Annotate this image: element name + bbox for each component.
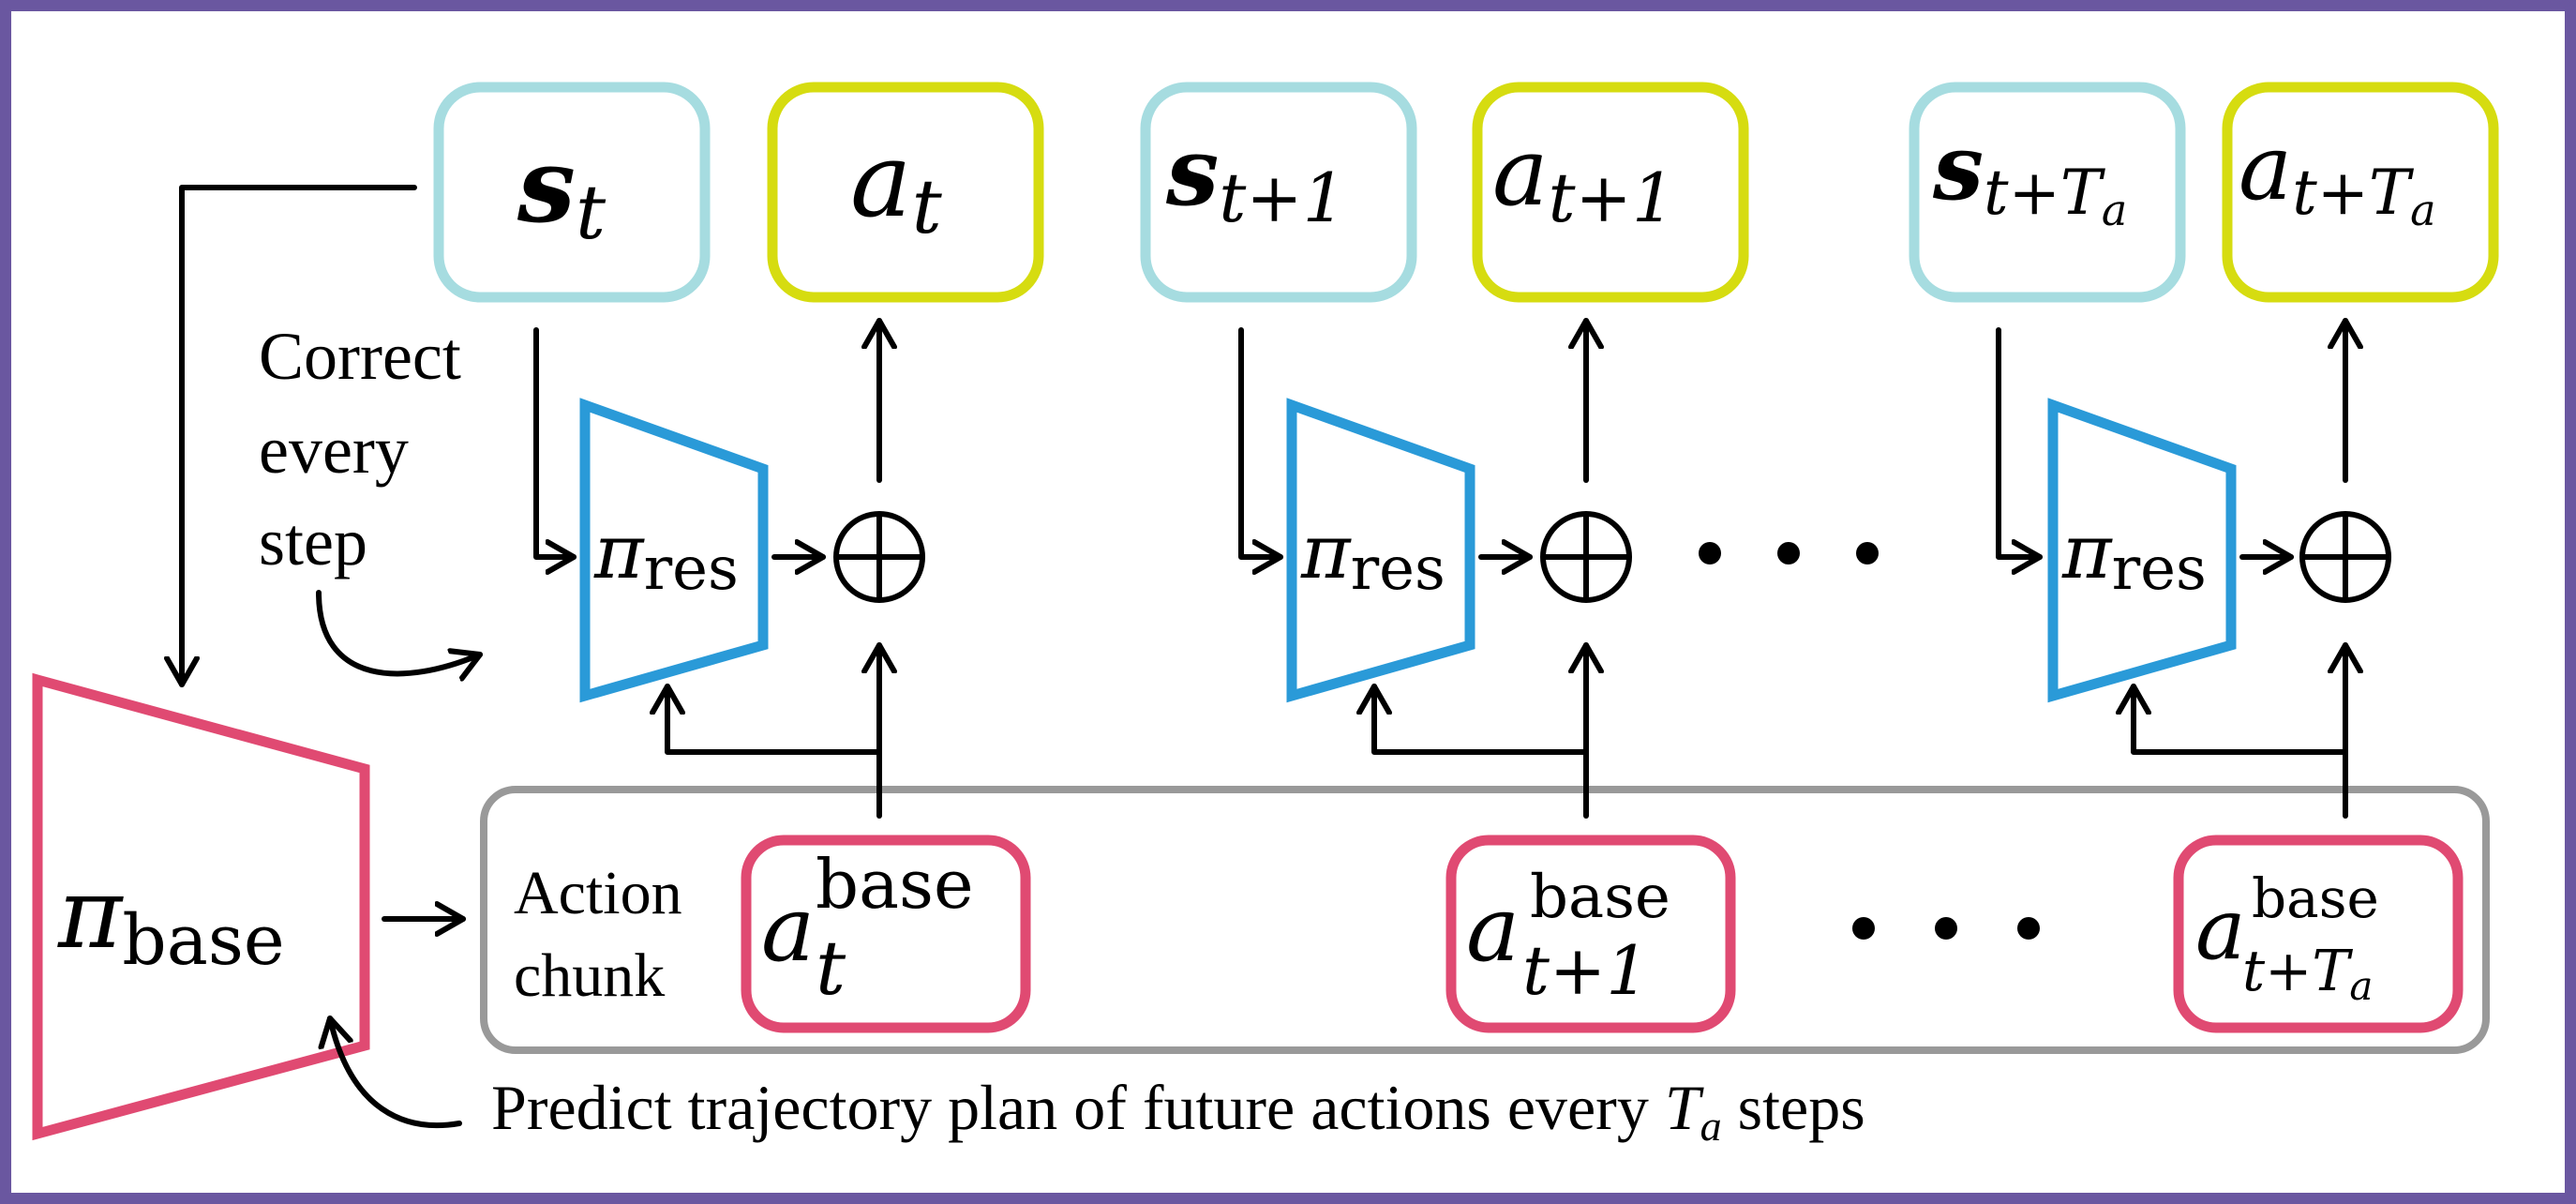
predict-caption: Predict trajectory plan of future action… xyxy=(491,1072,1865,1154)
action-symbol: at+Ta xyxy=(2239,115,2436,235)
diagram-canvas: πbase st at πres a xyxy=(11,11,2565,1193)
action-chunk-container xyxy=(480,786,2490,1054)
action-box xyxy=(767,82,1044,303)
state-box xyxy=(1140,82,1417,303)
base-action-subscript: t+1 xyxy=(1522,931,1649,1010)
state-box xyxy=(433,82,711,303)
base-action-symbol: a xyxy=(2195,880,2246,979)
base-action-to-residual-arrow xyxy=(1374,684,1589,755)
circled-plus-icon xyxy=(1540,511,1632,603)
state-to-residual-arrow xyxy=(1238,327,1283,557)
residual-policy-block xyxy=(579,398,769,703)
residual-policy-label: πres xyxy=(593,508,739,604)
circled-plus-icon xyxy=(833,511,925,603)
action-symbol: at xyxy=(850,120,943,250)
state-to-base-arrow xyxy=(182,185,417,687)
residual-policy-label: πres xyxy=(2061,508,2207,604)
step-group-3: st+Ta at+Ta πres a base t+Ta xyxy=(1909,82,2499,1033)
base-action-to-residual-arrow xyxy=(667,684,882,755)
state-to-residual-arrow xyxy=(1996,327,2043,557)
ellipsis-dots-icon xyxy=(1699,542,1879,564)
action-symbol: at+1 xyxy=(1492,117,1675,237)
correct-label-line2: every xyxy=(259,413,409,488)
chunk-label-line1: Action xyxy=(514,859,682,927)
state-symbol: st+Ta xyxy=(1932,114,2127,235)
action-box xyxy=(1472,82,1749,303)
chunk-label-line2: chunk xyxy=(514,941,665,1010)
step-group-2: st+1 at+1 πres a base t+1 xyxy=(1140,82,1749,1033)
state-symbol: st+1 xyxy=(1165,116,1345,237)
base-action-to-residual-arrow xyxy=(2134,684,2348,755)
state-to-residual-arrow xyxy=(533,327,577,557)
correct-label-line3: step xyxy=(259,504,367,579)
base-action-superscript: base xyxy=(816,845,974,924)
diagram-svg: πbase st at πres a xyxy=(32,82,2499,1154)
base-action-box xyxy=(741,835,1031,1033)
residual-policy-block xyxy=(2047,398,2237,703)
circled-plus-icon xyxy=(2299,511,2391,603)
correct-curve-arrow xyxy=(316,590,483,673)
base-action-symbol: a xyxy=(1466,877,1520,982)
base-action-superscript: base xyxy=(2252,866,2379,930)
action-box xyxy=(2222,82,2499,303)
ellipsis-dots-icon xyxy=(1852,917,2040,940)
residual-policy-label: πres xyxy=(1300,508,1445,604)
correct-label-line1: Correct xyxy=(259,319,461,394)
predict-curve-arrow xyxy=(330,1016,462,1129)
base-policy-label: πbase xyxy=(57,856,285,981)
base-policy-block xyxy=(32,672,370,1141)
state-box xyxy=(1909,82,2186,303)
base-action-symbol: a xyxy=(761,877,815,982)
residual-policy-block xyxy=(1286,398,1475,703)
base-action-superscript: base xyxy=(1530,863,1670,932)
base-action-box xyxy=(2173,835,2464,1033)
base-action-subscript: t xyxy=(816,925,846,1012)
step-group-1: st at πres a base t xyxy=(433,82,1044,1033)
state-symbol: st xyxy=(517,125,607,256)
base-action-box xyxy=(1445,835,1736,1033)
base-action-subscript: t+Ta xyxy=(2242,939,2373,1009)
